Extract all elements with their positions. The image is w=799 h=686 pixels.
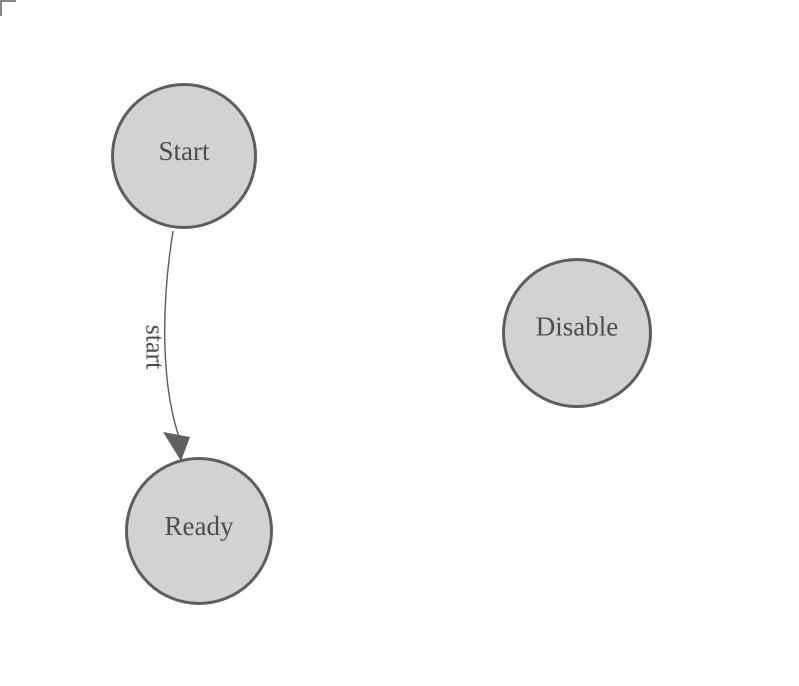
- edges-layer: start: [140, 230, 190, 461]
- state-circle[interactable]: [111, 83, 257, 229]
- state-node-start[interactable]: Start: [111, 83, 257, 229]
- state-node-disable[interactable]: Disable: [502, 258, 652, 408]
- paper-origin-corner-mark: [0, 0, 16, 16]
- state-label: Disable: [536, 312, 618, 342]
- state-circle[interactable]: [502, 258, 652, 408]
- edge-path[interactable]: [163, 230, 180, 438]
- arrowhead-icon: [163, 432, 190, 461]
- state-circle[interactable]: [125, 457, 273, 605]
- edge-label: start: [140, 325, 169, 371]
- edge-start-to-ready[interactable]: start: [140, 230, 190, 461]
- state-label: Start: [159, 136, 210, 166]
- state-label: Ready: [165, 511, 234, 541]
- state-node-ready[interactable]: Ready: [125, 457, 273, 605]
